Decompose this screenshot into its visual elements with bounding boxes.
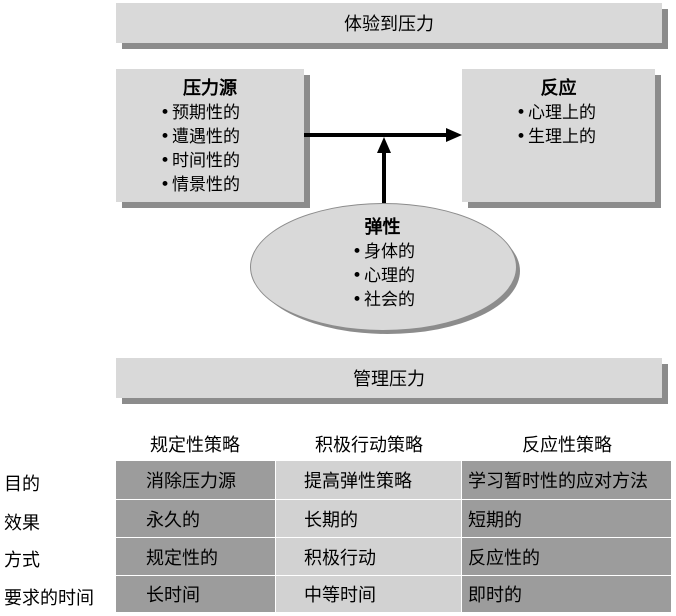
experienced-stress-banner: 体验到压力 — [116, 3, 662, 43]
row-label-time-required: 要求的时间 — [4, 588, 94, 609]
table-cell: 长期的 — [276, 500, 462, 538]
experienced-stress-title: 体验到压力 — [344, 14, 434, 35]
bullet-icon: • — [351, 290, 363, 310]
row-label-method: 方式 — [4, 550, 40, 571]
stressors-item: •遭遇性的 — [159, 127, 240, 147]
table-cell: 规定性的 — [116, 538, 276, 576]
bullet-icon: • — [159, 103, 171, 123]
table-cell: 提高弹性策略 — [276, 461, 462, 500]
bullet-icon: • — [159, 151, 171, 171]
table-cell: 消除压力源 — [116, 461, 276, 500]
table-cell: 永久的 — [116, 500, 276, 538]
resilience-ellipse — [250, 203, 517, 331]
row-label-effect: 效果 — [4, 513, 40, 534]
arrowhead-right-icon — [446, 128, 462, 142]
bullet-icon: • — [159, 175, 171, 195]
table-cell: 反应性的 — [462, 538, 672, 576]
reaction-item: •生理上的 — [515, 127, 596, 147]
table-cell: 短期的 — [462, 500, 672, 538]
row-label-purpose: 目的 — [4, 474, 40, 495]
manage-stress-banner: 管理压力 — [116, 358, 662, 398]
reaction-item: •心理上的 — [515, 103, 596, 123]
bullet-icon: • — [159, 127, 171, 147]
arrowhead-up-icon — [377, 137, 391, 153]
reaction-box: 反应 •心理上的 •生理上的 — [462, 69, 655, 202]
column-header-reactive: 反应性策略 — [522, 435, 612, 456]
stressors-box: 压力源 •预期性的 •遭遇性的 •时间性的 •情景性的 — [116, 69, 304, 202]
resilience-item: •社会的 — [351, 290, 415, 310]
bullet-icon: • — [351, 242, 363, 262]
stressors-list: •预期性的 •遭遇性的 •时间性的 •情景性的 — [158, 101, 304, 197]
resilience-item: •心理的 — [351, 266, 415, 286]
reaction-title: 反应 — [540, 78, 577, 99]
table-cell: 即时的 — [462, 576, 672, 613]
resilience-item: •身体的 — [351, 242, 415, 262]
table-cell: 中等时间 — [276, 576, 462, 613]
bullet-icon: • — [515, 103, 527, 123]
resilience-content: 弹性 •身体的 •心理的 •社会的 — [250, 216, 515, 312]
stressors-item: •情景性的 — [159, 175, 240, 195]
table-cell: 长时间 — [116, 576, 276, 613]
resilience-list: •身体的 •心理的 •社会的 — [350, 240, 415, 312]
stressors-item: •时间性的 — [159, 151, 240, 171]
table-cell: 学习暂时性的应对方法 — [462, 461, 672, 500]
bullet-icon: • — [351, 266, 363, 286]
reaction-list: •心理上的 •生理上的 — [514, 101, 655, 149]
stressors-title: 压力源 — [183, 78, 237, 99]
stressors-item: •预期性的 — [159, 103, 240, 123]
manage-stress-title: 管理压力 — [353, 369, 425, 390]
column-header-prescriptive: 规定性策略 — [150, 435, 240, 456]
strategy-table: 消除压力源 提高弹性策略 学习暂时性的应对方法 永久的 长期的 短期的 规定性的… — [116, 461, 672, 613]
resilience-title: 弹性 — [364, 217, 401, 238]
bullet-icon: • — [515, 127, 527, 147]
table-cell: 积极行动 — [276, 538, 462, 576]
column-header-proactive: 积极行动策略 — [315, 435, 423, 456]
